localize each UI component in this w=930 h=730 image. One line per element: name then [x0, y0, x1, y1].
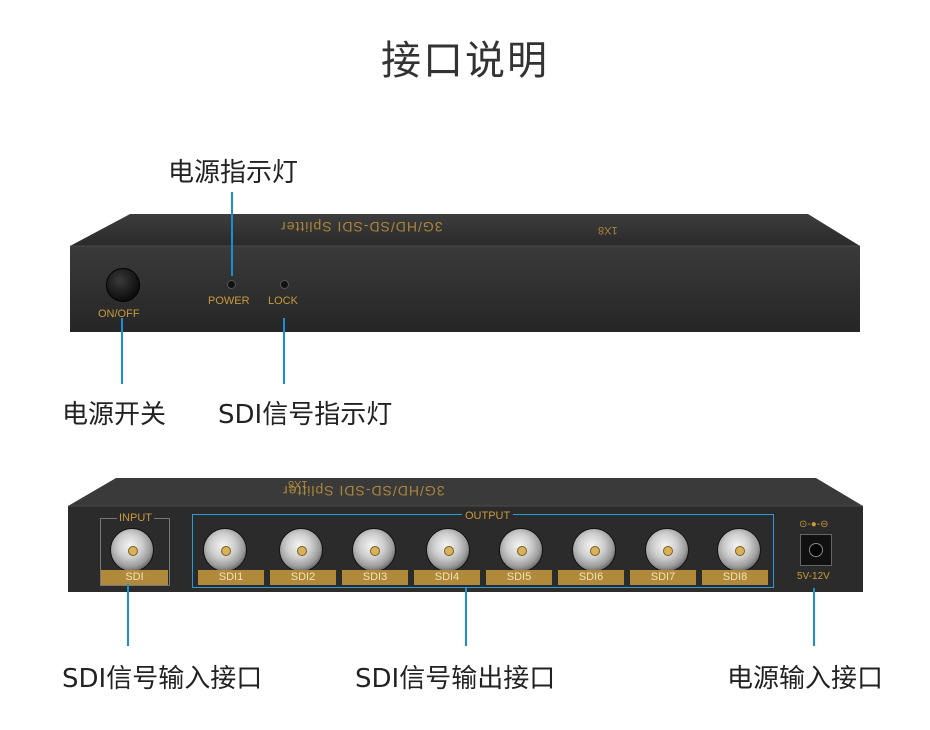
callout-line-power-input [813, 588, 815, 646]
output-port-label: SDI1 [198, 570, 264, 585]
callout-line-sdi-input [127, 584, 129, 646]
callout-line-sdi-output [465, 588, 467, 646]
callout-power-input: 电源输入接口 [727, 664, 884, 694]
callout-line-power-indicator [231, 192, 233, 276]
sdi-input-port[interactable] [110, 528, 154, 572]
callout-sdi-output: SDI信号输出接口 [355, 664, 556, 694]
output-port-label: SDI2 [270, 570, 336, 585]
lock-led-icon [280, 280, 289, 289]
output-port-label: SDI3 [342, 570, 408, 585]
power-switch-button[interactable] [106, 268, 140, 302]
lock-led-label: LOCK [268, 295, 298, 307]
front-panel-device [70, 214, 860, 332]
sdi-output-port-8[interactable] [717, 528, 761, 572]
front-model-text: 3G/HD/SD-SDI Splitter [280, 219, 443, 235]
page-title: 接口说明 [381, 38, 549, 84]
callout-sdi-indicator: SDI信号指示灯 [218, 400, 393, 430]
input-port-label: SDI [101, 570, 168, 585]
front-model-sub: 1X8 [598, 224, 618, 236]
sdi-output-port-1[interactable] [203, 528, 247, 572]
power-led-icon [227, 280, 236, 289]
sdi-output-port-2[interactable] [279, 528, 323, 572]
sdi-output-port-3[interactable] [352, 528, 396, 572]
output-port-label: SDI8 [702, 570, 768, 585]
power-led-label: POWER [208, 295, 250, 307]
callout-sdi-input: SDI信号输入接口 [62, 664, 263, 694]
sdi-output-port-6[interactable] [572, 528, 616, 572]
output-port-label: SDI4 [414, 570, 480, 585]
sdi-output-port-4[interactable] [426, 528, 470, 572]
output-label: OUTPUT [462, 510, 514, 522]
output-port-label: SDI5 [486, 570, 552, 585]
sdi-output-port-7[interactable] [645, 528, 689, 572]
output-port-label: SDI6 [558, 570, 624, 585]
rear-model-sub: 1X8 [288, 478, 308, 490]
input-label: INPUT [117, 512, 154, 524]
polarity-icon: ⊙-●-⊖ [799, 519, 829, 530]
dc-power-jack[interactable] [800, 534, 832, 566]
callout-power-switch: 电源开关 [62, 400, 167, 430]
callout-line-power-switch [121, 318, 123, 384]
callout-power-indicator: 电源指示灯 [168, 158, 299, 188]
sdi-output-port-5[interactable] [499, 528, 543, 572]
switch-label: ON/OFF [98, 308, 140, 320]
output-port-label: SDI7 [630, 570, 696, 585]
callout-line-sdi-indicator [283, 318, 285, 384]
dc-voltage-label: 5V-12V [797, 571, 830, 582]
